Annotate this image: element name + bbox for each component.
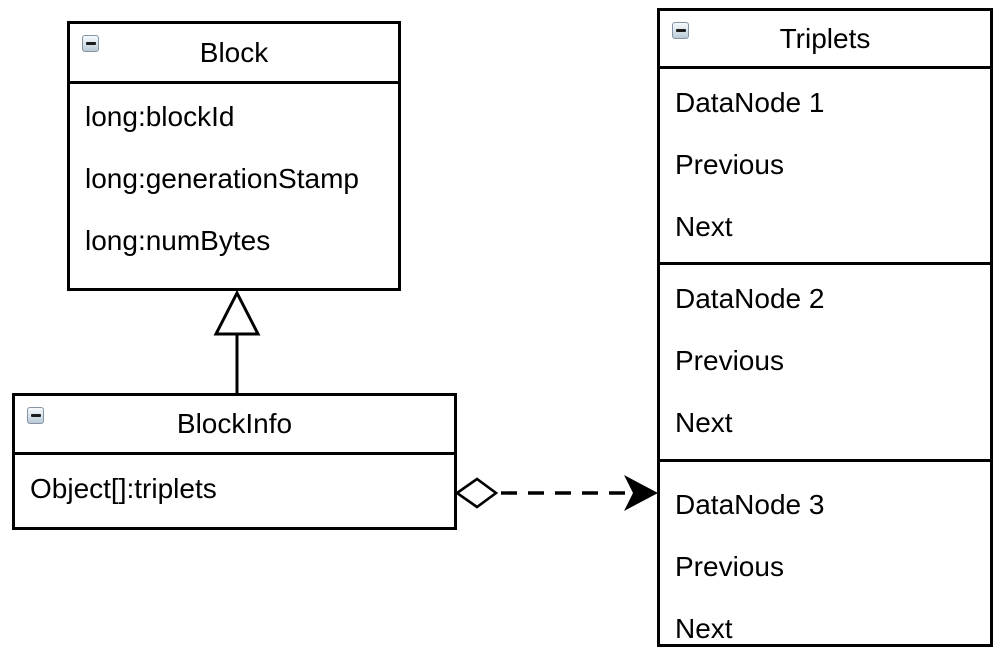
collapse-button[interactable] <box>82 35 99 52</box>
field-row: Object[]:triplets <box>30 473 217 504</box>
collapse-button[interactable] <box>672 22 689 39</box>
list-item: Next <box>675 613 733 644</box>
class-title: Block <box>199 36 269 68</box>
collapse-button[interactable] <box>27 407 44 424</box>
list-item: Previous <box>675 551 784 582</box>
triplets-section-2: DataNode 2 Previous Next <box>660 265 990 462</box>
aggregation-arrowhead-icon <box>624 475 658 511</box>
field-row: long:generationStamp <box>85 163 359 194</box>
field-row: long:blockId <box>85 101 235 132</box>
triplets-section-1: DataNode 1 Previous Next <box>660 69 990 265</box>
class-body-block: long:blockId long:generationStamp long:n… <box>70 84 398 272</box>
generalization-triangle-icon <box>213 289 261 336</box>
class-header-triplets: Triplets <box>660 11 990 69</box>
class-box-block[interactable]: Block long:blockId long:generationStamp … <box>67 21 401 291</box>
list-item: Next <box>675 407 733 438</box>
generalization-connector[interactable] <box>213 289 261 394</box>
field-row: long:numBytes <box>85 225 271 256</box>
class-header-block: Block <box>70 24 398 84</box>
minus-icon <box>85 42 96 45</box>
triplets-section-3: DataNode 3 Previous Next <box>660 462 990 644</box>
class-title: Triplets <box>779 22 871 54</box>
class-body-blockinfo: Object[]:triplets <box>15 455 454 520</box>
list-item: DataNode 2 <box>675 283 825 314</box>
class-box-blockinfo[interactable]: BlockInfo Object[]:triplets <box>12 393 457 530</box>
aggregation-connector[interactable] <box>454 475 658 511</box>
minus-icon <box>675 29 686 32</box>
list-item: Previous <box>675 345 784 376</box>
list-item: Previous <box>675 149 784 180</box>
class-header-blockinfo: BlockInfo <box>15 396 454 455</box>
list-item: DataNode 3 <box>675 489 825 520</box>
list-item: DataNode 1 <box>675 87 825 118</box>
aggregation-diamond-icon <box>454 477 499 509</box>
minus-icon <box>30 414 41 417</box>
class-title: BlockInfo <box>176 408 293 439</box>
class-box-triplets[interactable]: Triplets DataNode 1 Previous Next DataNo… <box>657 8 993 647</box>
list-item: Next <box>675 211 733 242</box>
